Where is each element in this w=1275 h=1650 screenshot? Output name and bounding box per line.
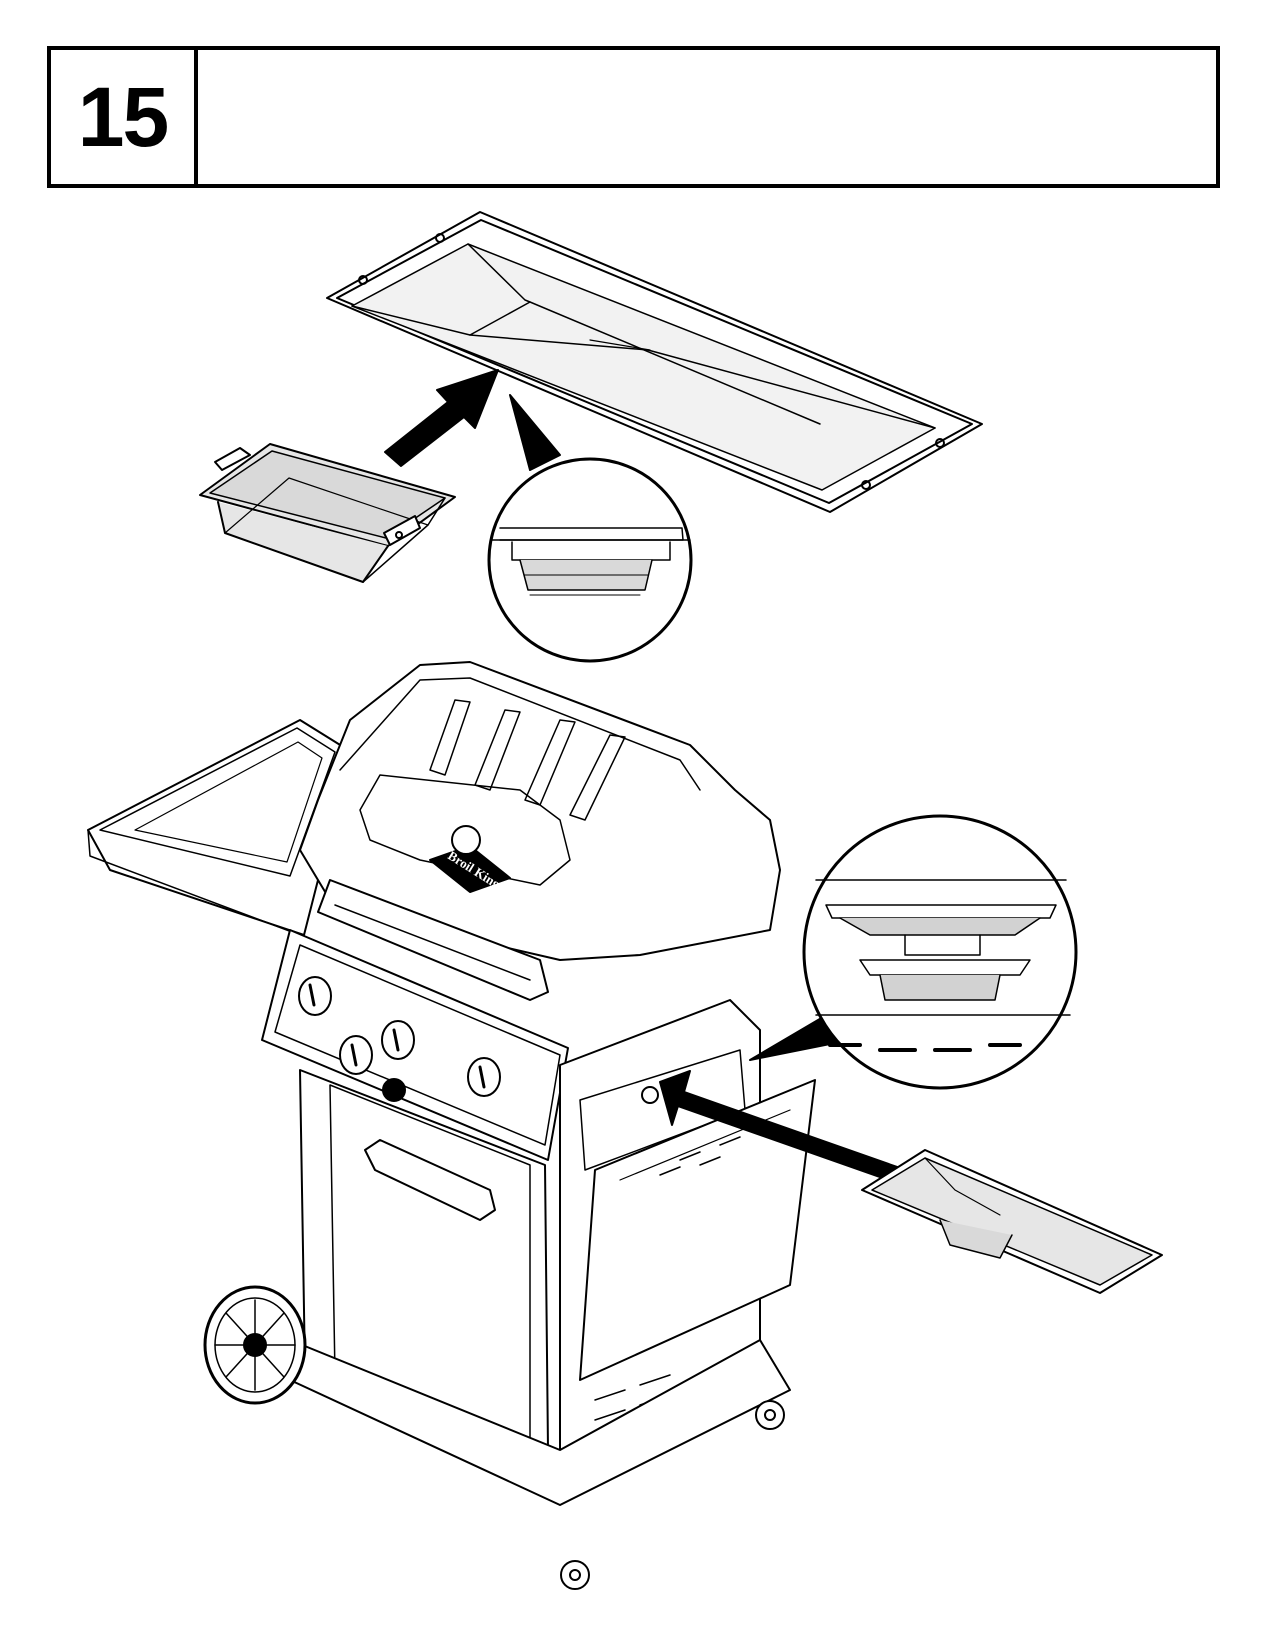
magnifier-callout-icon: [802, 814, 1078, 1090]
step-header: 15: [47, 46, 1220, 188]
callout-pointer: [509, 394, 561, 471]
arrow-icon: [384, 369, 499, 467]
grease-tray-icon: [326, 211, 983, 513]
wheel-icon: [203, 1285, 307, 1405]
grease-tray-icon: [861, 1149, 1163, 1294]
grill-icon: Broil King: [87, 661, 816, 1590]
step-number: 15: [51, 50, 198, 184]
magnifier-callout-icon: [487, 457, 693, 663]
grease-cup-icon: [199, 443, 456, 583]
